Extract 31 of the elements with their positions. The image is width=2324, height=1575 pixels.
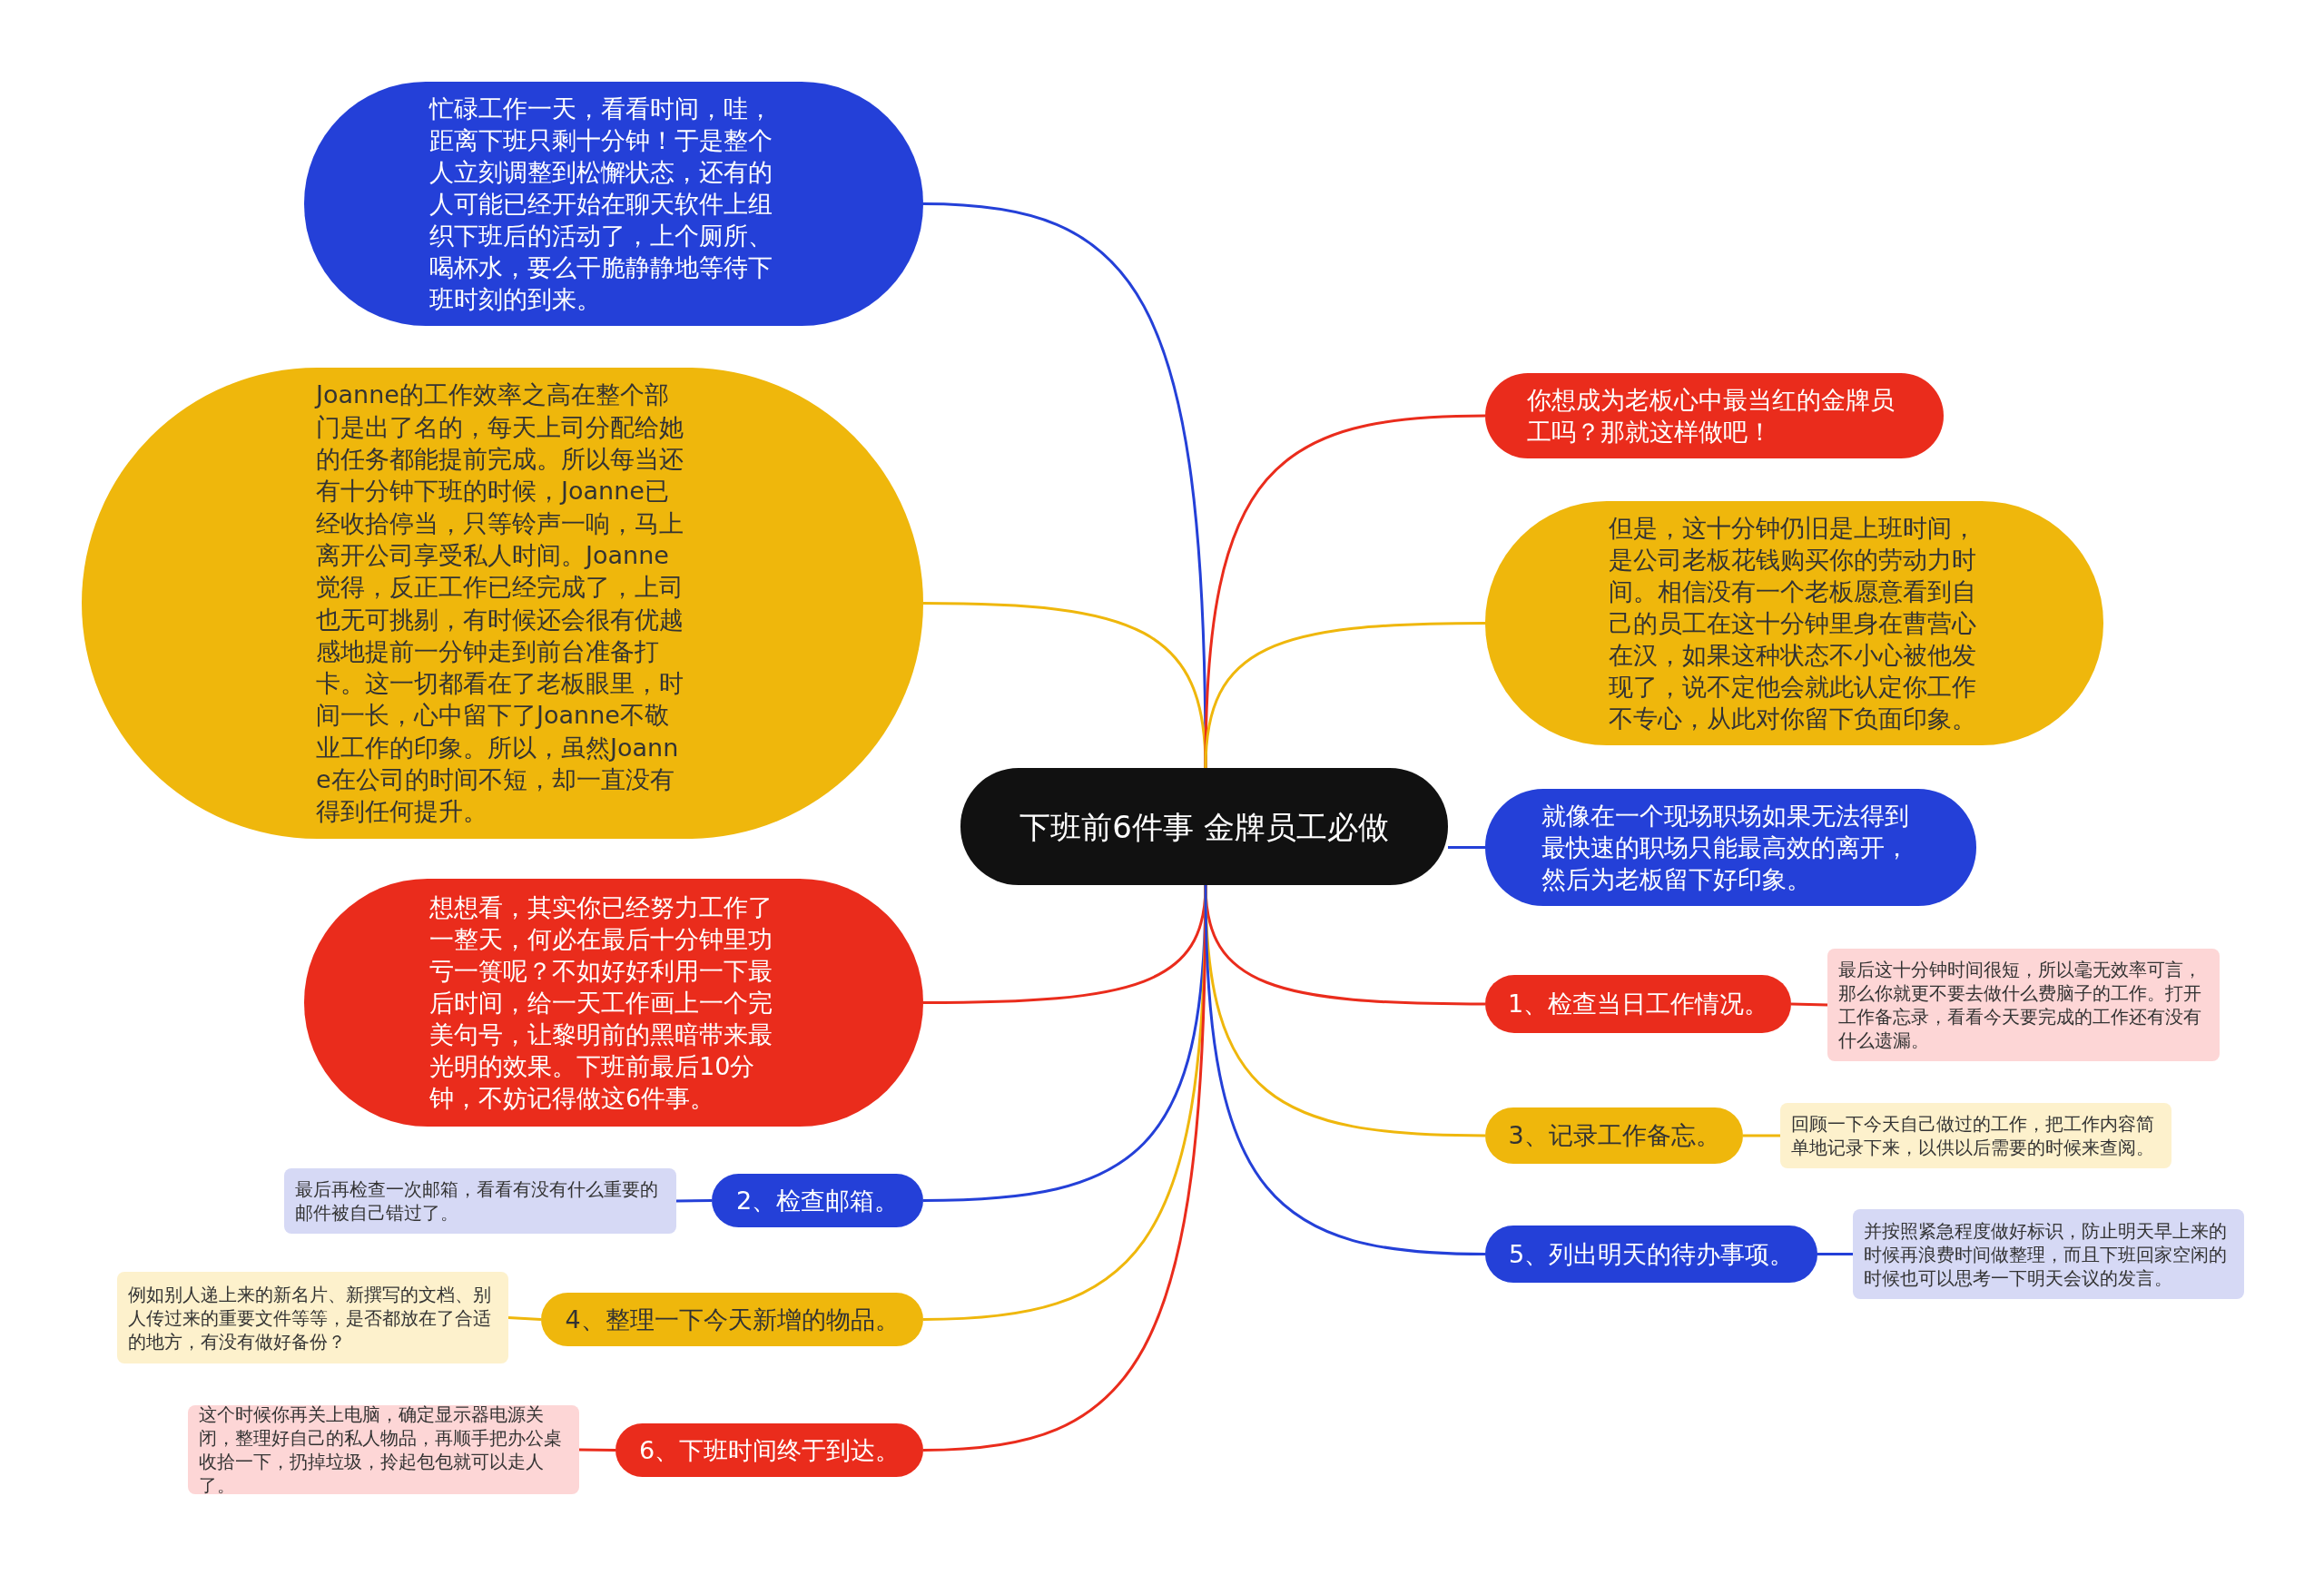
connector [1448,846,1485,849]
note-box: 并按照紧急程度做好标识，防止明天早上来的时候再浪费时间做整理，而且下班回家空闲的时候也可以思考一下明天会议的发言。 [1853,1209,2244,1299]
connector [1204,884,1486,1255]
note-box: 回顾一下今天自己做过的工作，把工作内容简单地记录下来，以供以后需要的时候来查阅。 [1780,1103,2171,1168]
branch-pill: 5、列出明天的待办事项。 [1485,1226,1817,1283]
topic-bubble: 忙碌工作一天，看看时间，哇，距离下班只剩十分钟！于是整个人立刻调整到松懈状态，还有的人可能已经开始在聊天软件上组织下班后的活动了，上个厕所、喝杯水，要么干脆静静地等待下班时刻的到来。 [304,82,923,326]
topic-bubble: 但是，这十分钟仍旧是上班时间，是公司老板花钱购买你的劳动力时间。相信没有一个老板愿意看到自己的员工在这十分钟里身在曹营心在汉，如果这种状态不小心被他发现了，说不定他会就此认定你工作不专心，从此对你留下负面印象。 [1485,501,2103,745]
connector [1204,414,1486,769]
branch-pill: 3、记录工作备忘。 [1485,1107,1743,1164]
branch-pill: 4、整理一下今天新增的物品。 [541,1293,923,1346]
note-box: 最后这十分钟时间很短，所以毫无效率可言，那么你就更不要去做什么费脑子的工作。打开工作备忘录，看看今天要完成的工作还有没有什么遗漏。 [1827,949,2220,1061]
connector [578,1448,616,1452]
connector [922,885,1207,1452]
connector [1790,1002,1828,1007]
connector [923,602,1207,769]
branch-pill: 6、下班时间终于到达。 [615,1423,923,1477]
connector [1743,1134,1780,1137]
connector [507,1316,542,1321]
branch-pill: 2、检查邮箱。 [712,1174,923,1227]
note-box: 这个时候你再关上电脑，确定显示器电源关闭，整理好自己的私人物品，再顺手把办公桌收拾一下，扔掉垃圾，拎起包包就可以走人了。 [188,1405,579,1494]
connector [1204,622,1485,769]
note-box: 最后再检查一次邮箱，看看有没有什么重要的邮件被自己错过了。 [284,1168,676,1234]
branch-pill: 1、检查当日工作情况。 [1485,975,1791,1033]
topic-bubble: 就像在一个现场职场如果无法得到最快速的职场只能最高效的离开，然后为老板留下好印象。 [1485,789,1976,906]
topic-bubble: Joanne的工作效率之高在整个部门是出了名的，每天上司分配给她的任务都能提前完成。所以每当还有十分钟下班的时候，Joanne已经收拾停当，只等铃声一响，马上离开公司享受私人时间。Joanne觉得，反正工作已经完成了，上司也无可挑剔，有时候还会很有优越感地提前一分钟走到前台准备打卡。这一切都看在了老板眼里，时间一长，心中留下了Joanne不敬业工作的印象。所以，虽然Joanne在公司的时间不短，却一直没有得到任何提升。 [82,368,923,839]
note-box: 例如别人递上来的新名片、新撰写的文档、别人传过来的重要文件等等，是否都放在了合适的地方，有没有做好备份？ [117,1272,508,1363]
connector [1817,1253,1853,1255]
central-topic: 下班前6件事 金牌员工必做 [960,768,1448,885]
connector [675,1199,713,1203]
topic-bubble: 你想成为老板心中最当红的金牌员工吗？那就这样做吧！ [1485,373,1944,458]
topic-bubble: 想想看，其实你已经努力工作了一整天，何必在最后十分钟里功亏一篑呢？不如好好利用一下最后时间，给一天工作画上一个完美句号，让黎明前的黑暗带来最光明的效果。下班前最后10分钟，不妨记得做这6件事。 [304,879,923,1127]
